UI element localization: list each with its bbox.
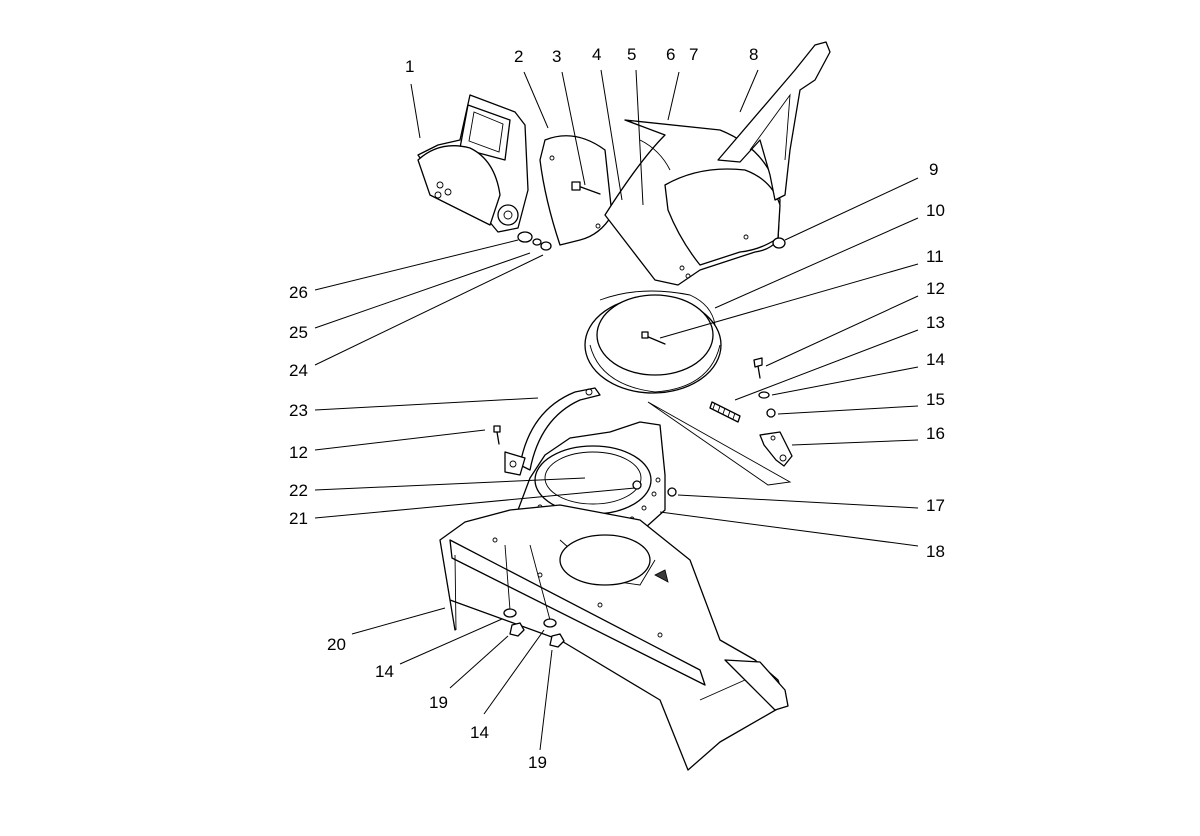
callout-10: 10 (926, 201, 945, 220)
callout-19-upper: 19 (429, 693, 448, 712)
callout-22: 22 (289, 481, 308, 500)
callout-24: 24 (289, 361, 308, 380)
callout-17: 17 (926, 496, 945, 515)
upper-chute-part (604, 41, 831, 286)
callout-26: 26 (289, 283, 308, 302)
callout-labels: 1 2 3 4 5 6 7 8 9 10 11 12 13 14 15 16 1… (289, 45, 945, 772)
callout-21: 21 (289, 509, 308, 528)
callout-11: 11 (926, 247, 944, 266)
callout-16: 16 (926, 424, 945, 443)
callout-14-left: 14 (375, 662, 394, 681)
callout-23: 23 (289, 401, 308, 420)
callout-7: 7 (689, 45, 698, 64)
callout-12-right: 12 (926, 279, 945, 298)
callout-2: 2 (514, 47, 523, 66)
callout-20: 20 (327, 635, 346, 654)
callout-8: 8 (749, 45, 758, 64)
callout-3: 3 (552, 47, 561, 66)
housing-hardware (503, 544, 565, 648)
retainer-ring-part (493, 387, 601, 476)
callout-19-lower: 19 (528, 753, 547, 772)
callout-13: 13 (926, 313, 945, 332)
chute-lock-hardware (647, 357, 793, 486)
callout-14-lower: 14 (470, 723, 489, 742)
callout-6: 6 (666, 45, 675, 64)
deflector-hardware (517, 231, 552, 251)
auger-housing-part (439, 504, 789, 771)
callout-1: 1 (405, 57, 414, 76)
leader-lines (314, 69, 919, 751)
chute-ring-part (584, 290, 722, 394)
callout-4: 4 (592, 45, 601, 64)
callout-12-left: 12 (289, 443, 308, 462)
callout-9: 9 (929, 160, 938, 179)
callout-14-right: 14 (926, 350, 945, 369)
callout-18: 18 (926, 542, 945, 561)
deflector-part (417, 94, 529, 233)
callout-15: 15 (926, 390, 945, 409)
callout-25: 25 (289, 323, 308, 342)
callout-5: 5 (627, 45, 636, 64)
